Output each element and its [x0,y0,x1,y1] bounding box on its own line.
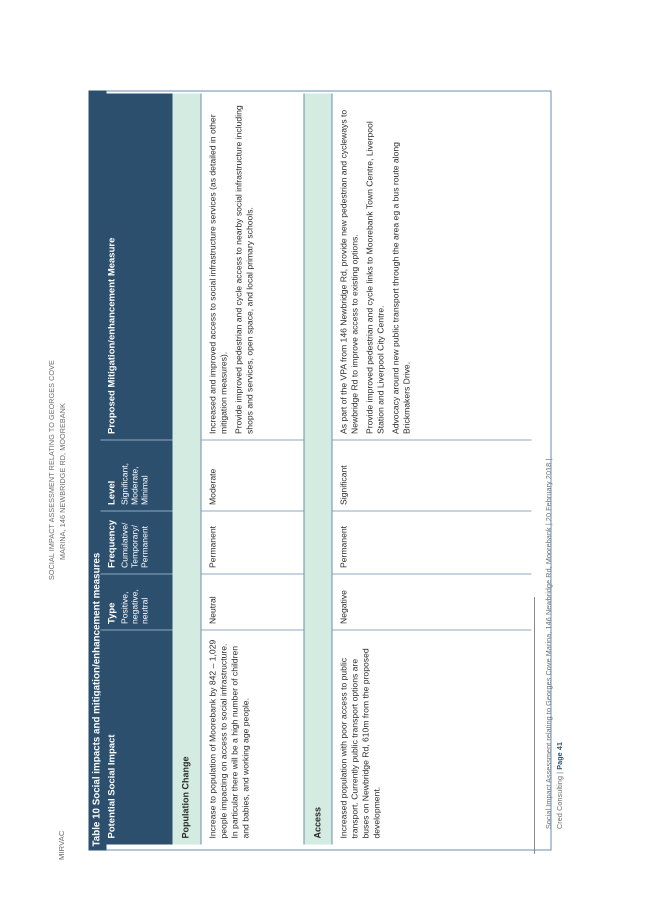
type-cell: Negative [331,574,532,631]
footer-line-2: Cred Consulting | Page 41 [555,742,564,829]
footer-rule [534,597,535,854]
company-name: MIRVAC [57,830,66,860]
impact-cell: Increased population with poor access to… [331,630,532,845]
measure-item: Increased and improved access to social … [207,114,228,434]
header-type-sub: Positive, negative, neutral [119,589,150,624]
level-cell: Moderate [200,440,304,512]
header-impact: Potential Social Impact [100,630,173,845]
rotated-table-region: Table 10 Social impacts and mitigation/e… [88,90,552,851]
measure-item: Provide improved pedestrian and cycle li… [364,121,385,434]
table-row: Increased population with poor access to… [331,94,532,845]
footer-consultant: Cred Consulting | [555,769,564,829]
measure-cell: As part of the VPA from 146 Newbridge Rd… [332,94,532,441]
category-access: Access [303,93,332,845]
header-frequency-sub: Cumulative/ Temporary/ Permanent [119,522,150,568]
measure-cell: Increased and improved access to social … [200,93,304,441]
document-title-line-1: SOCIAL IMPACT ASSESSMENT RELATING TO GEO… [47,360,56,580]
page-number: Page 41 [555,741,564,770]
header-measure: Proposed Mitigation/enhancement Measure [100,93,173,441]
category-row: Population Change [172,93,201,845]
frequency-cell: Permanent [331,511,532,575]
category-row: Access [303,93,332,845]
measure-item: Provide improved pedestrian and cycle ac… [233,105,254,434]
level-cell: Significant [331,440,532,512]
frequency-cell: Permanent [200,511,304,575]
measure-item: Advocacy around new public transport thr… [390,142,411,434]
type-cell: Neutral [200,574,304,631]
table-row: Increase to population of Moorebank by 8… [200,93,304,845]
category-population-change: Population Change [172,93,201,845]
impact-cell: Increase to population of Moorebank by 8… [200,630,304,845]
header-level-sub: Significant, Moderate, Minimal [119,462,150,505]
measure-item: As part of the VPA from 146 Newbridge Rd… [338,109,359,434]
document-title-line-2: MARINA, 146 NEWBRIDGE RD, MOOREBANK [58,403,67,560]
